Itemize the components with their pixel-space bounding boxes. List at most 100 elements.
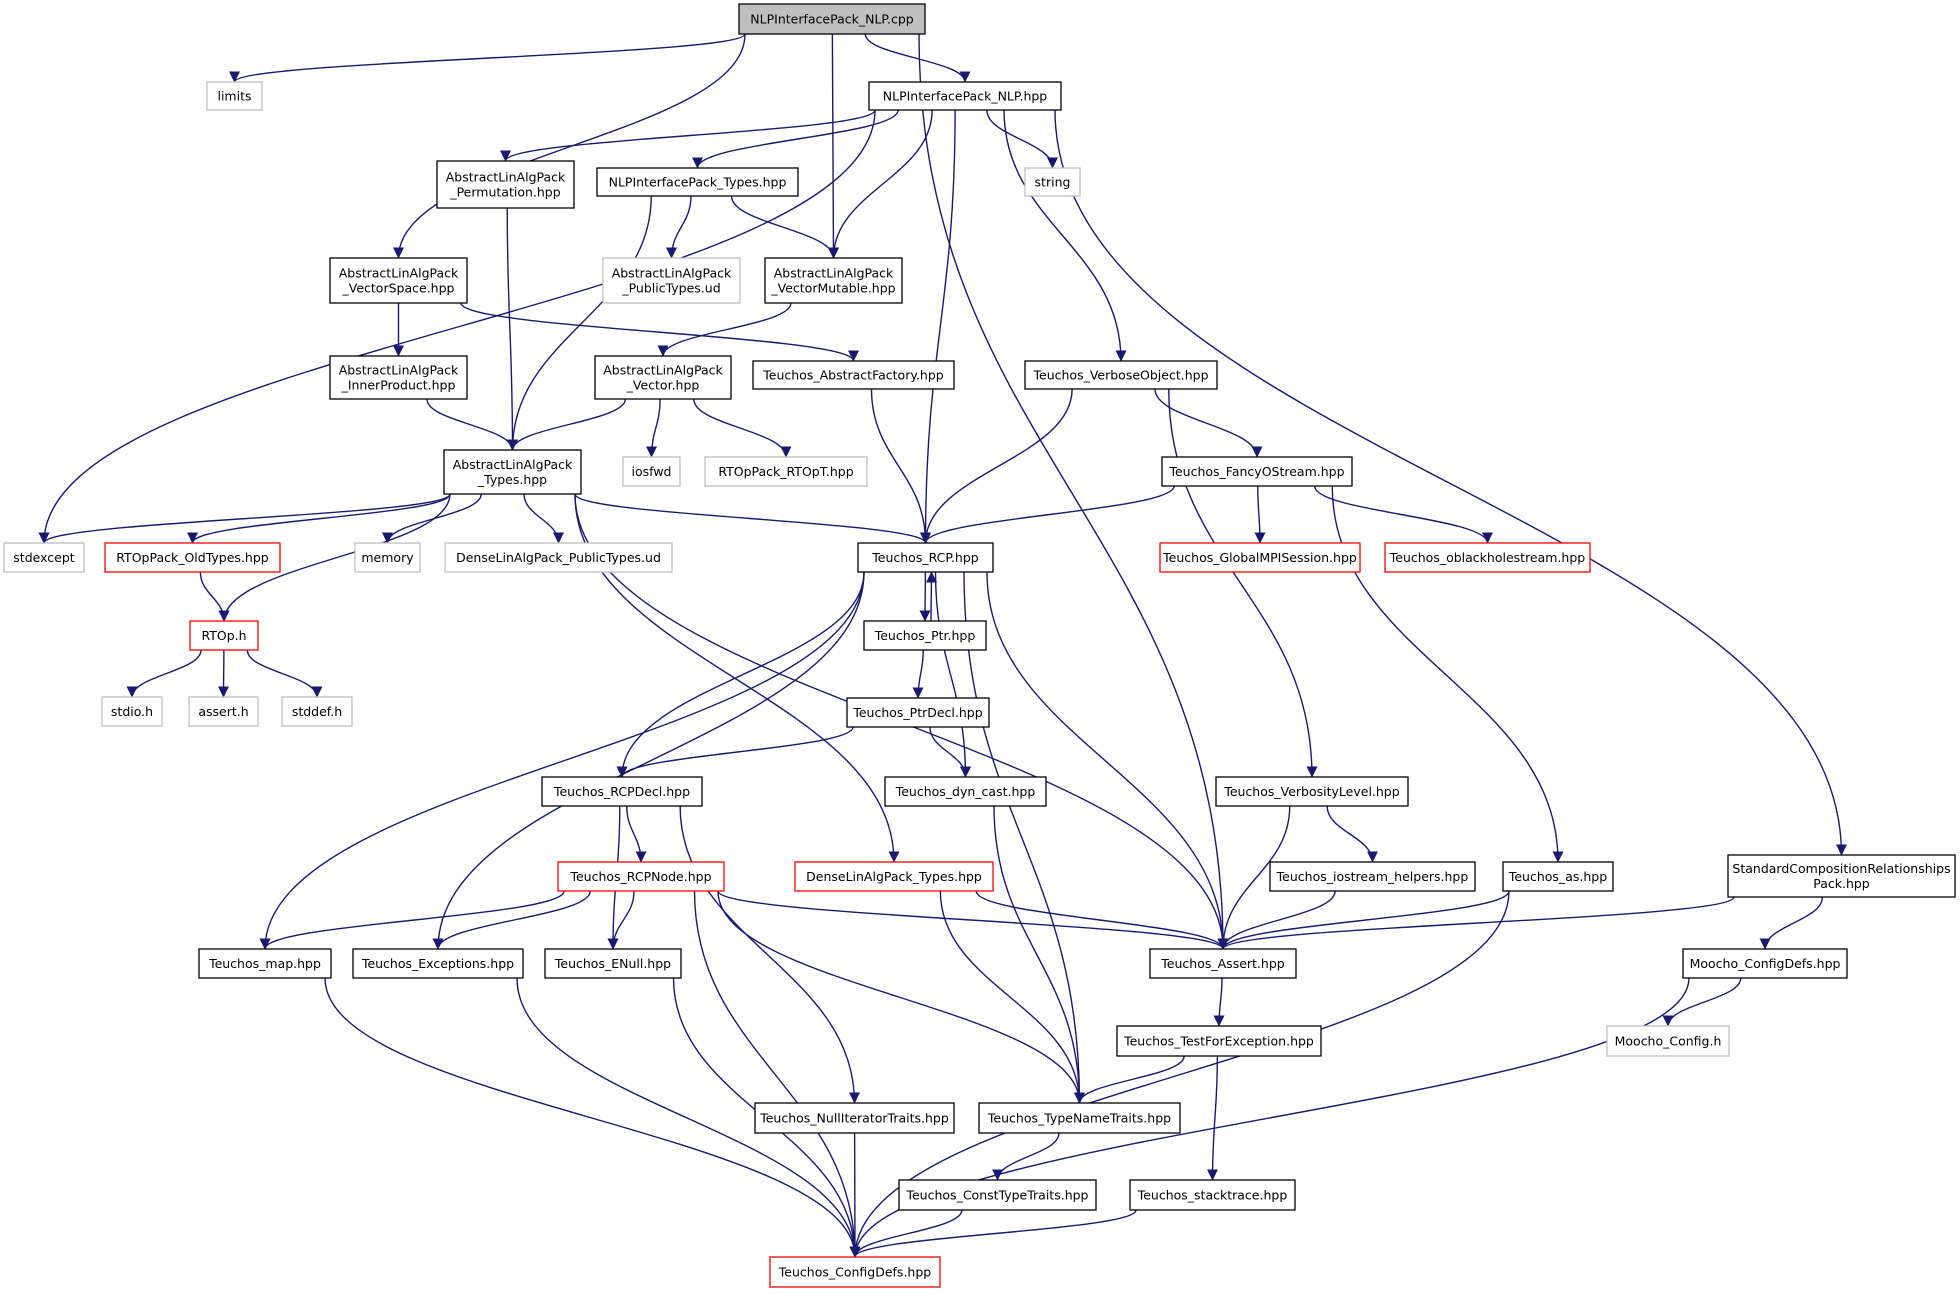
node-nulliter[interactable]: Teuchos_NullIteratorTraits.hpp [754, 1102, 955, 1134]
node-limits[interactable]: limits [206, 81, 263, 111]
node-ptrdecl[interactable]: Teuchos_PtrDecl.hpp [846, 697, 990, 728]
node-box [846, 697, 990, 728]
node-label: Teuchos_RCP.hpp [871, 550, 979, 565]
node-label: Teuchos_stacktrace.hpp [1137, 1188, 1288, 1203]
node-label: Teuchos_Assert.hpp [1160, 956, 1284, 971]
node-label: AbstractLinAlgPack [453, 457, 573, 472]
node-assert[interactable]: Teuchos_Assert.hpp [1149, 948, 1297, 979]
node-rtopt[interactable]: RTOpPack_RTOpT.hpp [704, 456, 868, 487]
node-perm[interactable]: AbstractLinAlgPack_Permutation.hpp [436, 160, 575, 209]
edge-exceptions-to-configdefs [516, 977, 861, 1258]
edge-ptrdecl-to-rcpdecl [616, 726, 854, 778]
node-configdefs[interactable]: Teuchos_ConfigDefs.hpp [769, 1256, 941, 1288]
edge-perm-to-alatypes [506, 207, 518, 451]
node-iohelp[interactable]: Teuchos_iostream_helpers.hpp [1269, 861, 1476, 892]
node-oblack[interactable]: Teuchos_oblackholestream.hpp [1384, 542, 1591, 573]
edge-rcpnode-to-configdefs [693, 890, 861, 1258]
node-dyncast[interactable]: Teuchos_dyn_cast.hpp [884, 776, 1047, 807]
node-root[interactable]: NLPInterfacePack_NLP.cpp [738, 3, 926, 35]
node-label: RTOpPack_RTOpT.hpp [718, 464, 853, 479]
node-stacktrace[interactable]: Teuchos_stacktrace.hpp [1129, 1179, 1296, 1211]
node-box [1269, 861, 1476, 892]
node-oldtypes[interactable]: RTOpPack_OldTypes.hpp [104, 542, 281, 573]
node-box [1606, 1025, 1730, 1057]
node-iosfwd[interactable]: iosfwd [622, 456, 681, 487]
node-asserth[interactable]: assert.h [188, 696, 259, 727]
node-moochocfg[interactable]: Moocho_ConfigDefs.hpp [1682, 948, 1848, 979]
node-label: Moocho_ConfigDefs.hpp [1690, 956, 1841, 971]
edge-dyncast-to-typename [993, 805, 1085, 1104]
node-moochoh[interactable]: Moocho_Config.h [1606, 1025, 1730, 1057]
node-mpi[interactable]: Teuchos_GlobalMPISession.hpp [1159, 542, 1361, 573]
node-box [1682, 948, 1848, 979]
node-consttype[interactable]: Teuchos_ConstTypeTraits.hpp [898, 1179, 1097, 1211]
edge-root-to-nlp-hpp [864, 33, 971, 83]
edge-nlp-hpp-to-perm [500, 109, 876, 162]
node-enull[interactable]: Teuchos_ENull.hpp [544, 948, 682, 979]
edge-verbobj-to-verblevel [1168, 388, 1318, 778]
edge-rcp-to-assert [986, 571, 1229, 950]
edge-nlp-hpp-to-nlp-types [692, 109, 899, 169]
node-box [794, 861, 994, 892]
node-label: _VectorSpace.hpp [342, 281, 455, 296]
node-box [354, 542, 421, 573]
node-verblevel[interactable]: Teuchos_VerbosityLevel.hpp [1215, 776, 1409, 807]
node-rcp[interactable]: Teuchos_RCP.hpp [857, 542, 994, 573]
node-label: Teuchos_RCPNode.hpp [569, 869, 711, 884]
edge-alatypes-to-rtoph [218, 493, 451, 622]
node-label: Teuchos_GlobalMPISession.hpp [1162, 550, 1357, 565]
node-map[interactable]: Teuchos_map.hpp [198, 948, 332, 979]
node-typename[interactable]: Teuchos_TypeNameTraits.hpp [978, 1102, 1181, 1134]
node-box [1161, 456, 1353, 487]
node-label: Teuchos_ConfigDefs.hpp [778, 1265, 931, 1280]
node-densepub[interactable]: DenseLinAlgPack_PublicTypes.ud [444, 542, 673, 573]
node-label: Teuchos_PtrDecl.hpp [852, 705, 982, 720]
node-label: _PublicTypes.ud [621, 281, 720, 296]
node-vspace[interactable]: AbstractLinAlgPack_VectorSpace.hpp [329, 257, 468, 304]
node-label: Teuchos_FancyOStream.hpp [1168, 464, 1344, 479]
node-densetypes[interactable]: DenseLinAlgPack_Types.hpp [794, 861, 994, 892]
node-string[interactable]: string [1024, 167, 1081, 197]
node-label: stdexcept [13, 550, 74, 565]
node-memory[interactable]: memory [354, 542, 421, 573]
node-label: Teuchos_Ptr.hpp [874, 628, 976, 643]
node-vec[interactable]: AbstractLinAlgPack_Vector.hpp [594, 355, 732, 400]
node-inner[interactable]: AbstractLinAlgPack_InnerProduct.hpp [329, 355, 468, 400]
node-nlp-types[interactable]: NLPInterfacePack_Types.hpp [596, 167, 799, 197]
node-alatypes[interactable]: AbstractLinAlgPack_Types.hpp [443, 449, 582, 495]
edge-vmut-to-vec [657, 302, 792, 357]
node-label: Teuchos_dyn_cast.hpp [895, 784, 1036, 799]
node-label: RTOp.h [201, 628, 246, 643]
node-pubtypes[interactable]: AbstractLinAlgPack_PublicTypes.ud [602, 257, 741, 304]
node-stddef[interactable]: stddef.h [281, 696, 353, 727]
edge-inner-to-alatypes [426, 398, 518, 451]
node-nlp-hpp[interactable]: NLPInterfacePack_NLP.hpp [868, 81, 1062, 111]
node-rcpdecl[interactable]: Teuchos_RCPDecl.hpp [541, 776, 703, 807]
node-vmut[interactable]: AbstractLinAlgPack_VectorMutable.hpp [764, 257, 903, 304]
node-rcpnode[interactable]: Teuchos_RCPNode.hpp [557, 861, 725, 892]
edge-rcp-to-map [259, 571, 865, 950]
node-label: NLPInterfacePack_NLP.cpp [750, 12, 913, 27]
node-box [1727, 854, 1956, 898]
edge-nlp-hpp-to-stdexcept [38, 109, 876, 544]
edge-rcpdecl-to-nulliter [679, 805, 860, 1104]
node-rtoph[interactable]: RTOp.h [189, 620, 259, 651]
node-box [198, 948, 332, 979]
node-absfact[interactable]: Teuchos_AbstractFactory.hpp [752, 360, 955, 390]
edge-nlp-types-to-alatypes [507, 195, 652, 451]
node-testexc[interactable]: Teuchos_TestForException.hpp [1116, 1025, 1322, 1057]
edge-alatypes-to-stdexcept [38, 493, 451, 544]
node-stdio[interactable]: stdio.h [101, 696, 163, 727]
node-label: _InnerProduct.hpp [341, 378, 456, 393]
node-exceptions[interactable]: Teuchos_Exceptions.hpp [352, 948, 524, 979]
node-box [206, 81, 263, 111]
node-tas[interactable]: Teuchos_as.hpp [1502, 861, 1614, 892]
node-box [1116, 1025, 1322, 1057]
node-box [884, 776, 1047, 807]
node-ptr[interactable]: Teuchos_Ptr.hpp [863, 620, 987, 651]
node-stdexcept[interactable]: stdexcept [3, 542, 85, 573]
node-fancy[interactable]: Teuchos_FancyOStream.hpp [1161, 456, 1353, 487]
node-verbobj[interactable]: Teuchos_VerboseObject.hpp [1024, 360, 1218, 390]
edge-alatypes-to-oldtypes [187, 493, 451, 544]
